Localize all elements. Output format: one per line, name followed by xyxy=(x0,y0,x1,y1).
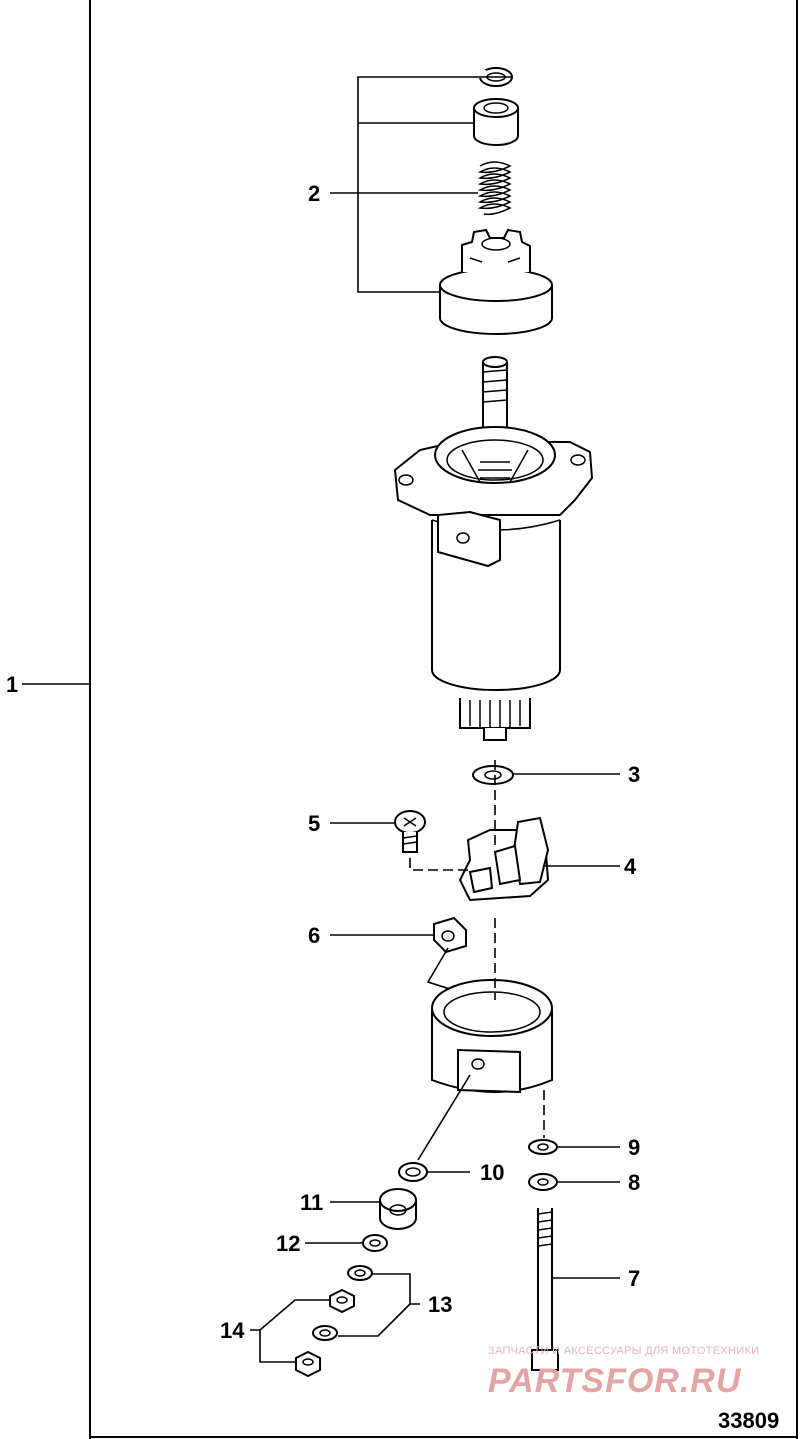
callout-9: 9 xyxy=(628,1135,640,1160)
screw-5 xyxy=(330,810,470,871)
watermark-brand: PARTSFOR.RU xyxy=(488,1362,742,1400)
callout-5: 5 xyxy=(308,811,320,836)
diagram-frame xyxy=(89,0,798,1439)
washer-10 xyxy=(398,1074,471,1182)
drawing-number: 33809 xyxy=(718,1408,779,1433)
bushing-11 xyxy=(330,1188,417,1230)
callout-13: 13 xyxy=(428,1292,452,1317)
callout-4: 4 xyxy=(624,854,637,879)
through-bolt xyxy=(531,1208,620,1371)
callout-8: 8 xyxy=(628,1170,640,1195)
nut-14a xyxy=(329,1288,355,1314)
callout-1: 1 xyxy=(6,672,18,697)
drive-spring xyxy=(477,161,512,216)
callout-11: 11 xyxy=(300,1190,323,1215)
pinion-gear xyxy=(439,228,553,335)
stop-collar xyxy=(473,98,519,146)
callout-labels: 1 2 3 4 5 6 7 8 9 10 11 12 13 14 xyxy=(6,181,640,1343)
lock-washer-13b xyxy=(312,1325,338,1341)
drive-assembly xyxy=(330,67,553,335)
lock-washer-13a xyxy=(347,1265,373,1281)
watermark-tagline: ЗАПЧАСТИ И АКСЕССУАРЫ ДЛЯ МОТОТЕХНИКИ xyxy=(488,1345,759,1357)
washer-9 xyxy=(528,1139,620,1155)
callout-3: 3 xyxy=(628,762,640,787)
callout-10: 10 xyxy=(480,1160,504,1185)
nut-14b xyxy=(295,1350,321,1378)
end-cap xyxy=(431,918,553,1138)
callout-2: 2 xyxy=(308,181,320,206)
callout-14: 14 xyxy=(220,1318,245,1343)
washer-3 xyxy=(472,765,620,785)
callout-6: 6 xyxy=(308,923,320,948)
brush-holder-plate xyxy=(458,760,620,902)
callout-7: 7 xyxy=(628,1266,640,1291)
washer-12 xyxy=(305,1234,388,1252)
callout-12: 12 xyxy=(276,1231,300,1256)
watermark: ЗАПЧАСТИ И АКСЕССУАРЫ ДЛЯ МОТОТЕХНИКИ PA… xyxy=(488,1345,759,1400)
starter-housing xyxy=(22,356,594,741)
washer-8 xyxy=(528,1173,620,1191)
